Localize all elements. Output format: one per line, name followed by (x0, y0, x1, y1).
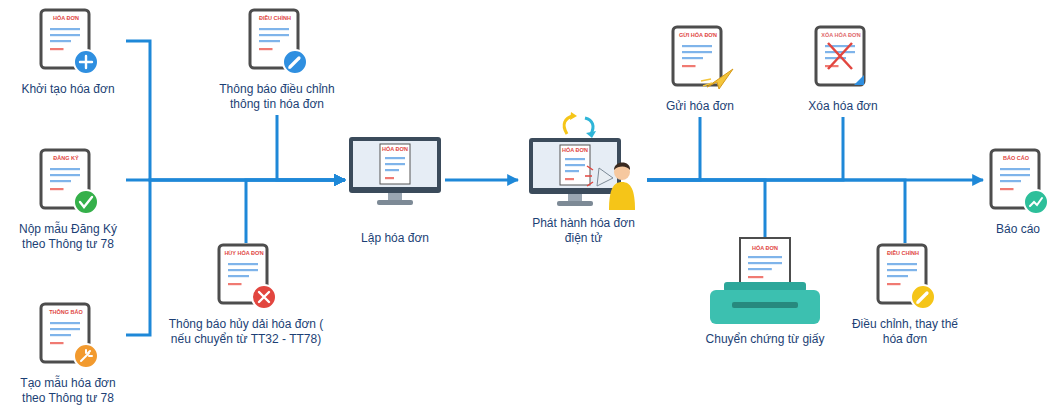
icon-label: THÔNG BÁO (41, 310, 91, 316)
step-caption: Phát hành hóa đơn điện tử (520, 216, 647, 246)
flow-connector (647, 180, 765, 238)
icon-label: ĐĂNG KÝ (41, 156, 91, 162)
icon-label: GỬI HÓA ĐƠN (673, 33, 723, 39)
flow-connector (277, 115, 345, 180)
icon-figure: HÓA ĐƠN (710, 238, 820, 328)
icon-figure: HÓA ĐƠN (39, 8, 97, 74)
icon-figure: GỬI HÓA ĐƠN (671, 25, 729, 91)
process-node: GỬI HÓA ĐƠN Gửi hóa đơn (640, 25, 760, 114)
process-node: THÔNG BÁO Tạo mẫu hóa đơn theo Thông tư 7… (10, 302, 126, 406)
process-node: HỦY HÓA ĐƠN Thông báo hủy dải hóa đơn ( n… (158, 243, 334, 347)
step-caption: Điều chỉnh, thay thế hóa đơn (850, 317, 960, 347)
process-node: ĐĂNG KÝ Nộp mẫu Đăng Ký theo Thông tư 78 (10, 148, 126, 252)
step-caption: Tạo mẫu hóa đơn theo Thông tư 78 (10, 376, 126, 406)
icon-label: HÓA ĐƠN (380, 147, 410, 153)
icon-figure: XÓA HÓA ĐƠN (814, 25, 872, 91)
process-node: ĐIỀU CHỈNH Thông báo điều chỉnh thông tin… (212, 8, 342, 112)
icon-label: ĐIỀU CHỈNH (878, 251, 928, 257)
icon-label: HỦY HÓA ĐƠN (219, 251, 269, 257)
process-node: BÁO CÁO Báo cáo (983, 148, 1053, 237)
step-caption: Lập hóa đơn (345, 231, 445, 246)
icon-label: HÓA ĐƠN (560, 148, 590, 154)
step-caption: Xóa hóa đơn (790, 99, 896, 114)
step-caption: Khởi tạo hóa đơn (10, 82, 126, 97)
step-caption: Thông báo điều chỉnh thông tin hóa đơn (212, 82, 342, 112)
icon-drawing (710, 238, 820, 328)
icon-figure: BÁO CÁO (989, 148, 1047, 214)
icon-drawing (521, 112, 646, 210)
flow-connector (126, 180, 345, 335)
flow-connector (647, 117, 700, 180)
process-node: HÓA ĐƠN Khởi tạo hóa đơn (10, 8, 126, 97)
flow-connector (647, 179, 983, 182)
process-node: HÓA ĐƠN Phát hành hóa đơn điện tử (520, 112, 647, 246)
icon-figure: HÓA ĐƠN (521, 112, 646, 210)
step-caption: Nộp mẫu Đăng Ký theo Thông tư 78 (10, 222, 126, 252)
icon-figure: THÔNG BÁO (39, 302, 97, 368)
step-caption: Báo cáo (983, 222, 1053, 237)
process-node: HÓA ĐƠN Chuyển chứng từ giấy (700, 238, 830, 347)
step-caption: Chuyển chứng từ giấy (700, 332, 830, 347)
flow-connector (126, 41, 345, 180)
process-node: HÓA ĐƠN Lập hóa đơn (345, 137, 445, 246)
icon-figure: HÓA ĐƠN (349, 137, 441, 207)
step-caption: Thông báo hủy dải hóa đơn ( nếu chuyển t… (158, 317, 334, 347)
icon-figure: ĐIỀU CHỈNH (248, 8, 306, 74)
icon-label: HÓA ĐƠN (740, 246, 790, 252)
icon-label: BÁO CÁO (991, 156, 1041, 162)
icon-label: HÓA ĐƠN (41, 16, 91, 22)
flow-connector (445, 179, 518, 182)
icon-label: XÓA HÓA ĐƠN (816, 33, 866, 39)
flow-connector (246, 180, 345, 243)
icon-label: ĐIỀU CHỈNH (250, 16, 300, 22)
icon-figure: ĐĂNG KÝ (39, 148, 97, 214)
process-node: ĐIỀU CHỈNH Điều chỉnh, thay thế hóa đơn (850, 243, 960, 347)
flow-connector (647, 180, 905, 243)
flow-connector (647, 117, 843, 180)
icon-figure: HỦY HÓA ĐƠN (217, 243, 275, 309)
process-node: XÓA HÓA ĐƠN Xóa hóa đơn (790, 25, 896, 114)
icon-figure: ĐIỀU CHỈNH (876, 243, 934, 309)
step-caption: Gửi hóa đơn (640, 99, 760, 114)
